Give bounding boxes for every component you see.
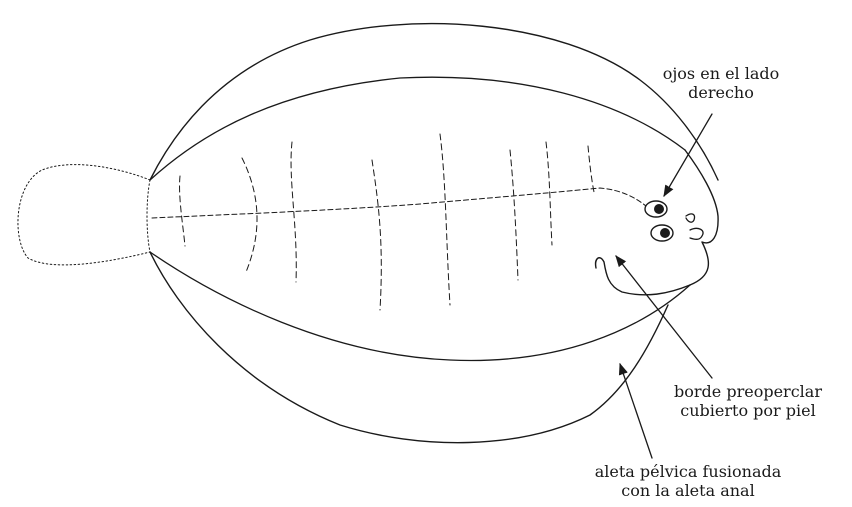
anal-fin-outline (150, 252, 668, 443)
caudal-base (147, 180, 150, 252)
caudal-fin (18, 165, 150, 265)
fin-rays (180, 134, 594, 310)
preopercle-label-line-2: cubierto por piel (648, 401, 848, 420)
nostril (686, 214, 695, 222)
body-ventral-line (150, 252, 690, 360)
pelvic-fin-label-line-1: aleta pélvica fusionada (540, 462, 836, 481)
eye-lower (651, 225, 673, 241)
eyes-label-line-2: derecho (596, 83, 846, 102)
preopercle-label: borde preoperclar cubierto por piel (648, 382, 848, 420)
preopercle-label-line-1: borde preoperclar (648, 382, 848, 401)
eyes-label-line-1: ojos en el lado (596, 64, 846, 83)
lateral-line (152, 188, 646, 218)
eye-upper (645, 201, 667, 217)
mouth (690, 228, 703, 239)
pelvic-fin-label-line-2: con la aleta anal (540, 481, 836, 500)
preopercle-pointer-arrow (616, 256, 712, 378)
pelvic-fin-label: aleta pélvica fusionada con la aleta ana… (540, 462, 836, 500)
eyes-label: ojos en el lado derecho (596, 64, 846, 102)
